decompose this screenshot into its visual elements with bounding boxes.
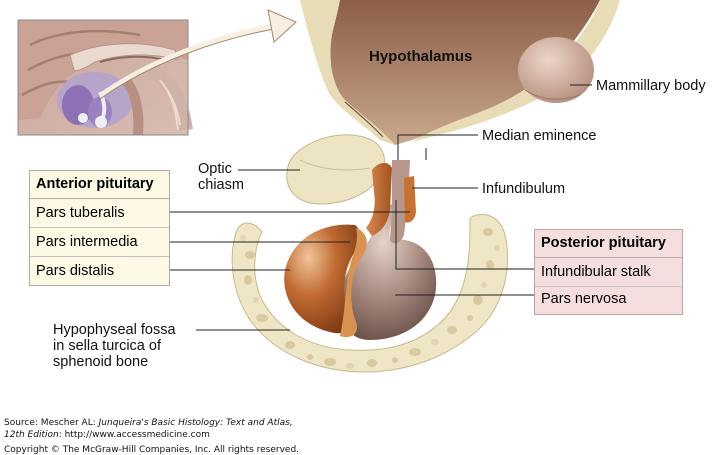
sella-turcica-bone [231, 213, 508, 373]
fossa-label-line2: in sella turcica of [53, 338, 161, 354]
source-prefix: Source: Mescher AL: [4, 418, 99, 428]
posterior-pituitary-box: Posterior pituitary Infundibular stalk P… [534, 229, 683, 315]
hypothalamus-label: Hypothalamus [369, 48, 473, 65]
source-line1: Source: Mescher AL: Junqueira's Basic Hi… [4, 418, 293, 428]
optic-chiasm [286, 134, 385, 205]
source-line2: 12th Edition: http://www.accessmedicine.… [4, 430, 210, 440]
mammillary-body-shape [518, 37, 594, 103]
mammillary-body-label: Mammillary body [596, 78, 706, 94]
posterior-pituitary-header: Posterior pituitary [535, 230, 682, 258]
leader-lines [164, 84, 592, 331]
anterior-pituitary-shape [284, 162, 416, 338]
fossa-label-line1: Hypophyseal fossa [53, 322, 176, 338]
optic-chiasm-label-line1: Optic [198, 161, 232, 177]
infundibulum-label: Infundibulum [482, 181, 566, 197]
leader-median-eminence [397, 134, 478, 160]
hypothalamus [300, 0, 620, 145]
anterior-pituitary-header: Anterior pituitary [30, 171, 169, 199]
pars-nervosa-label: Pars nervosa [541, 291, 627, 307]
median-eminence-label: Median eminence [482, 128, 597, 144]
source-book: Junqueira's Basic Histology: Text and At… [98, 418, 293, 428]
fossa-label-line3: sphenoid bone [53, 354, 149, 370]
pars-distalis-label: Pars distalis [36, 263, 115, 279]
pars-tuberalis-label: Pars tuberalis [30, 199, 169, 228]
anterior-pituitary-box: Anterior pituitary Pars tuberalis Pars i… [29, 170, 170, 286]
copyright-line: Copyright © The McGraw-Hill Companies, I… [4, 445, 300, 455]
source-url[interactable]: : http://www.accessmedicine.com [58, 430, 210, 440]
source-edition: 12th Edition [4, 430, 59, 440]
brain-inset [17, 19, 193, 136]
zoom-arrow [98, 9, 297, 100]
infundibular-stalk-label: Infundibular stalk [535, 258, 682, 287]
optic-chiasm-label-line2: chiasm [198, 177, 244, 193]
pars-intermedia-label: Pars intermedia [30, 228, 169, 257]
leader-infundibular-stalk [395, 200, 534, 270]
